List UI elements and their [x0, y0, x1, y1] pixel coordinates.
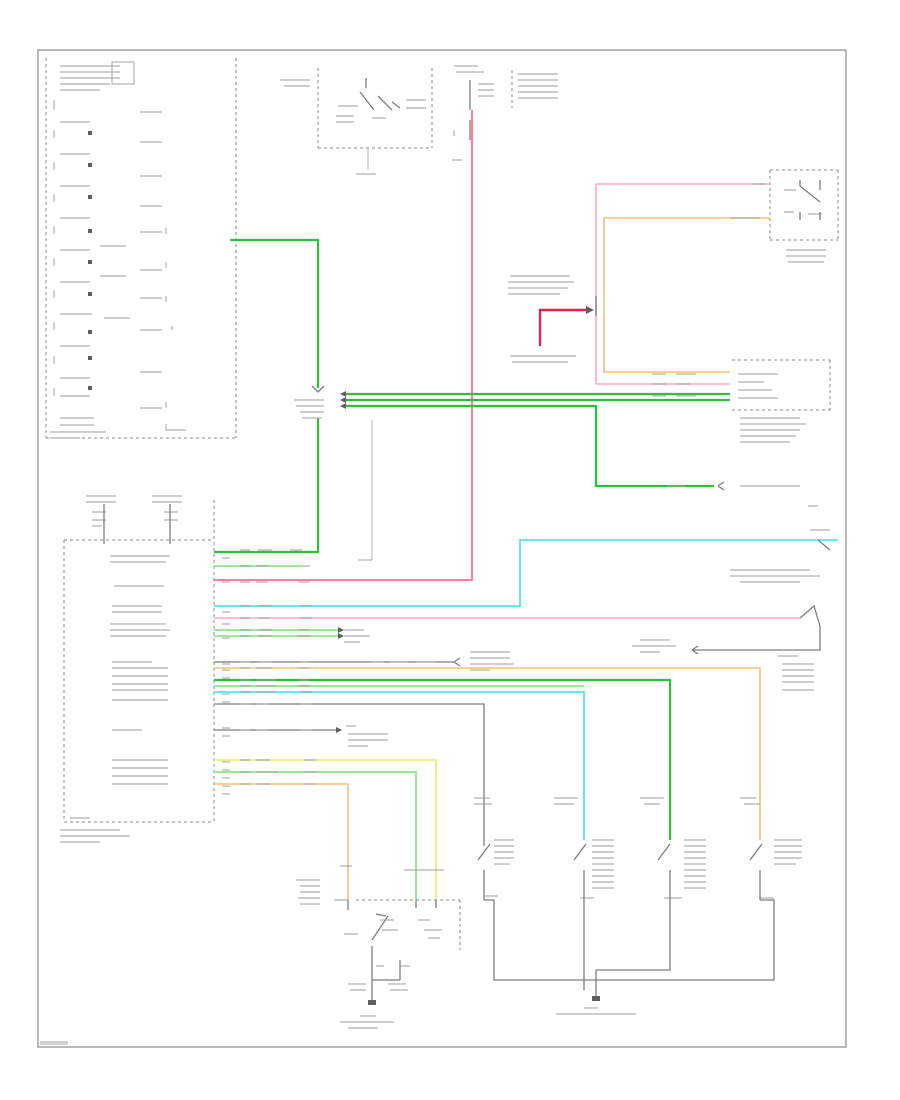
- diagram-frame: [37, 49, 847, 1048]
- serial-data-wire-ipc: [230, 238, 320, 388]
- junction-block: [294, 385, 325, 419]
- ground-point-1: [340, 1000, 394, 1029]
- driver-door-ajar-switch: [474, 797, 596, 981]
- right-rear-door-ajar-switch: [596, 797, 706, 971]
- driver-seatbelt-switch: [769, 169, 839, 263]
- body-control-module: [60, 495, 230, 843]
- ground-point-2: [556, 996, 636, 1015]
- serial-data-wire-3: [344, 404, 714, 488]
- seat-harness-connector: [508, 275, 597, 363]
- wire-labels: [240, 549, 514, 785]
- hazard-wire: [214, 783, 349, 900]
- ignition-switch: [280, 68, 433, 175]
- left-rear-door-ajar-switch: [554, 797, 614, 990]
- passenger-door-ajar-switch: [596, 797, 802, 981]
- door-ajar-switch: [730, 529, 831, 583]
- turn-signal-wire-2: [214, 771, 417, 900]
- presence-sensor-wire: [538, 308, 588, 346]
- junction-connectors: [340, 391, 346, 409]
- turn-signal-hazard-switch: [296, 865, 461, 1000]
- right-rear-door-wire: [214, 678, 672, 840]
- fuse-block: [452, 65, 558, 161]
- passenger-door-wire: [214, 667, 761, 840]
- door-ajar-signal-wire: [214, 539, 838, 607]
- brake-fluid-level-switch: [632, 604, 821, 691]
- figure-code: [40, 1041, 68, 1045]
- battery-feed-wire: [214, 110, 473, 581]
- seatbelt-switch-feed-wire: [595, 183, 770, 385]
- instrument-panel-cluster: [45, 58, 237, 439]
- left-rear-door-wire: [214, 691, 585, 840]
- turn-signal-wire-1: [214, 759, 437, 900]
- passenger-seatbelt-indicator: [652, 359, 831, 507]
- serial-data-wire-bcm: [214, 418, 320, 554]
- seatbelt-switch-signal-wire: [603, 217, 770, 373]
